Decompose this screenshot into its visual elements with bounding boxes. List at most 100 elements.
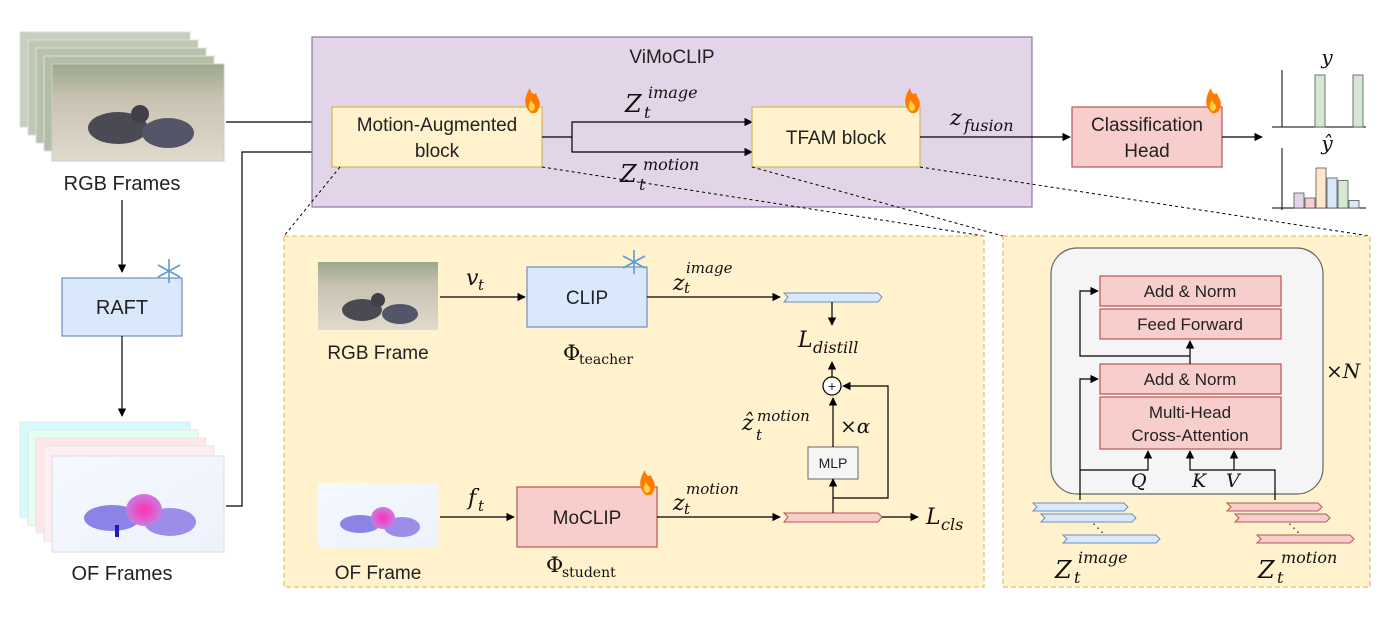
raft-box — [61, 277, 183, 337]
phi-student-label: Φ student — [546, 553, 616, 581]
guide-line — [541, 166, 985, 237]
cls-head-label-2: Head — [1124, 141, 1169, 162]
feed-forward-label: Feed Forward — [1137, 315, 1243, 334]
svg-text:⋱: ⋱ — [1288, 521, 1300, 535]
arrow-q — [1080, 450, 1153, 471]
svg-text:image: image — [1078, 548, 1128, 567]
z-image-tfam-label: Z image t — [1054, 548, 1128, 587]
k-label: K — [1191, 470, 1208, 492]
yhat-bar-chart — [1272, 148, 1366, 210]
bar-mark — [1304, 197, 1316, 209]
of-frame-label: OF Frame — [335, 563, 422, 584]
sum-symbol: + — [828, 378, 836, 394]
bar-mark — [1337, 180, 1349, 209]
add-norm-bottom-label: Add & Norm — [1144, 370, 1237, 389]
of-frame-thumbnail — [318, 483, 438, 547]
mlp-label: MLP — [819, 455, 848, 471]
rgb-frames-label: RGB Frames — [64, 173, 181, 195]
motion-block-label-1: Motion-Augmented — [357, 115, 518, 136]
svg-text:Z: Z — [619, 160, 638, 188]
svg-text:motion: motion — [643, 155, 699, 174]
svg-text:L: L — [797, 328, 813, 353]
of-frames-label: OF Frames — [71, 563, 172, 585]
rgb-frame-label: RGB Frame — [327, 343, 428, 364]
frozen-snowflake-icon — [157, 259, 181, 283]
z-image-teacher-label: z image t — [672, 259, 733, 297]
z-motion-student-label: z motion t — [672, 480, 739, 518]
student-embedding-bar — [782, 512, 883, 523]
z-fusion-label: z fusion — [949, 106, 1014, 135]
svg-text:motion: motion — [1281, 548, 1337, 567]
svg-text:z: z — [672, 491, 685, 516]
y-label: y — [1320, 45, 1333, 69]
bar-mark — [1315, 167, 1327, 209]
rgb-frames-stack — [19, 31, 225, 162]
svg-text:motion: motion — [757, 407, 810, 425]
svg-text:t: t — [478, 497, 485, 515]
times-n-label: ×N — [1326, 359, 1362, 383]
svg-text:Z: Z — [1257, 556, 1276, 584]
svg-text:distill: distill — [813, 338, 858, 357]
svg-text:cls: cls — [941, 515, 963, 534]
guide-line — [919, 166, 1371, 237]
mlp-box — [807, 446, 859, 480]
tfam-block — [751, 106, 921, 168]
v-label: V — [1226, 470, 1242, 492]
svg-text:t: t — [478, 276, 485, 294]
arrow-residual-top — [1079, 286, 1190, 357]
z-image-top-label: Z image t — [624, 83, 698, 122]
tfam-block-label: TFAM block — [786, 128, 887, 149]
feed-forward-box — [1099, 308, 1282, 340]
guide-line — [283, 166, 341, 237]
svg-text:L: L — [925, 505, 941, 530]
alpha-label: ×α — [840, 414, 871, 438]
svg-text:Φ: Φ — [546, 553, 563, 577]
classification-head — [1071, 106, 1223, 168]
frozen-snowflake-icon — [622, 250, 646, 274]
yhat-label: ŷ — [1320, 131, 1333, 155]
cross-attention-box — [1099, 396, 1282, 450]
bar-mark — [1352, 74, 1364, 128]
arrow-of-to-motion-block — [226, 147, 331, 507]
trainable-fire-icon — [1206, 88, 1221, 114]
svg-text:t: t — [1074, 568, 1081, 587]
trainable-fire-icon — [525, 88, 540, 114]
motion-block-label-2: block — [415, 141, 460, 162]
svg-text:image: image — [686, 259, 733, 277]
arrow-k — [1185, 450, 1276, 500]
trainable-fire-icon — [905, 88, 920, 114]
svg-text:t: t — [1277, 568, 1284, 587]
svg-text:t: t — [684, 279, 691, 297]
svg-text:Z: Z — [624, 90, 643, 118]
svg-text:image: image — [648, 83, 698, 102]
cls-head-label-1: Classification — [1091, 115, 1203, 136]
svg-text:motion: motion — [686, 480, 739, 498]
motion-token-stack: ⋱ — [1225, 502, 1355, 544]
add-norm-top-label: Add & Norm — [1144, 282, 1237, 301]
trainable-fire-icon — [640, 470, 655, 496]
svg-text:t: t — [639, 175, 646, 194]
arrow-zimage-to-tfam — [542, 117, 753, 138]
arrow-residual-to-sum — [842, 381, 889, 499]
svg-text:t: t — [644, 103, 651, 122]
motion-augmented-block — [331, 106, 543, 168]
arrow-zmotion-to-tfam — [571, 137, 753, 157]
image-token-stack: ⋱ — [1031, 502, 1161, 544]
svg-text:z: z — [949, 106, 962, 131]
rgb-frame-thumbnail — [318, 262, 438, 330]
mhca-label-2: Cross-Attention — [1131, 426, 1248, 445]
bar-mark — [1348, 200, 1360, 209]
svg-text:t: t — [684, 500, 691, 518]
vimoclip-title: ViMoCLIP — [629, 47, 714, 68]
l-distill-label: L distill — [797, 328, 858, 357]
v-t-label: v t — [466, 266, 485, 294]
svg-text:⋱: ⋱ — [1092, 521, 1104, 535]
raft-label: RAFT — [96, 297, 148, 319]
z-hat-motion-label: ẑ motion t — [741, 407, 810, 444]
svg-text:fusion: fusion — [963, 116, 1014, 135]
svg-text:teacher: teacher — [579, 352, 633, 368]
mhca-label-1: Multi-Head — [1149, 403, 1231, 422]
clip-label: CLIP — [566, 288, 608, 309]
